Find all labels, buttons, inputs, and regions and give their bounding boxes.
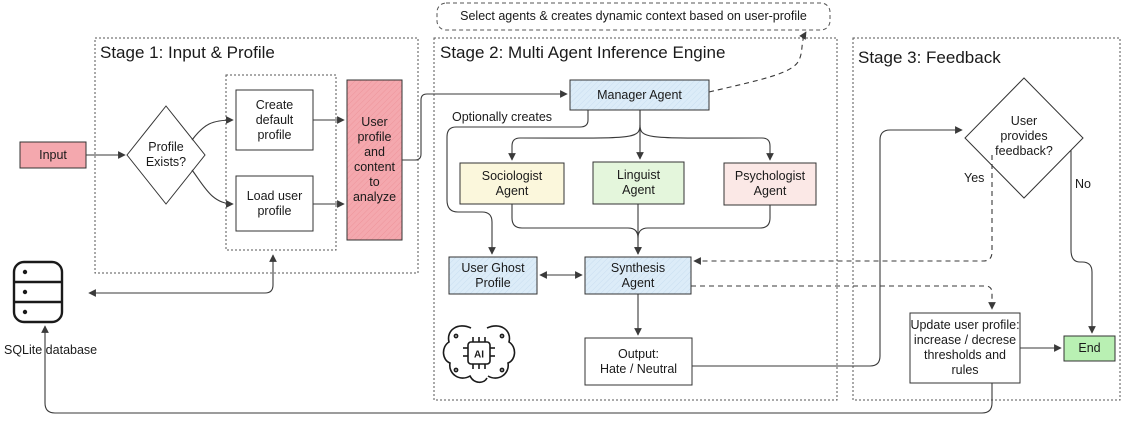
user-feedback-label: User provides feedback? bbox=[995, 113, 1053, 158]
input-label: Input bbox=[39, 147, 67, 162]
profile-exists-label: Profile Exists? bbox=[145, 140, 187, 169]
output-label: Output: Hate / Neutral bbox=[599, 346, 678, 376]
synthesis-agent-node bbox=[584, 256, 692, 295]
stage-3-title: Stage 3: Feedback bbox=[858, 48, 1001, 67]
svg-text:AI: AI bbox=[474, 350, 484, 361]
user-ghost-profile-node bbox=[448, 256, 538, 295]
sociologist-agent-node bbox=[459, 162, 565, 205]
load-user-profile-label: Load user profile bbox=[246, 188, 303, 218]
profile-options-group bbox=[225, 74, 337, 251]
user-feedback-decision bbox=[964, 77, 1084, 199]
user-profile-content-label: User profile and content to analyze bbox=[352, 115, 397, 204]
profile-exists-decision bbox=[126, 105, 206, 205]
manager-agent-label: Manager Agent bbox=[597, 87, 682, 102]
linguist-agent-node bbox=[592, 161, 685, 205]
output-node bbox=[584, 337, 693, 386]
user-profile-content-node bbox=[346, 79, 403, 241]
manager-agent-node bbox=[569, 79, 710, 111]
dashed-connectors bbox=[691, 31, 996, 310]
database-label: SQLite database bbox=[4, 343, 98, 357]
database-icon bbox=[12, 260, 64, 324]
stage-2-container bbox=[433, 37, 838, 401]
ai-brain-icon: AI bbox=[442, 325, 516, 384]
input-node bbox=[19, 141, 87, 169]
end-label: End bbox=[1078, 341, 1101, 355]
load-user-profile-node bbox=[235, 175, 314, 232]
yes-label: Yes bbox=[964, 171, 985, 185]
stage-1-title: Stage 1: Input & Profile bbox=[100, 43, 275, 62]
optionally-creates-annotation: Optionally creates bbox=[452, 110, 553, 124]
stage-2-title: Stage 2: Multi Agent Inference Engine bbox=[440, 43, 726, 62]
stage-1-container bbox=[94, 37, 419, 274]
select-agents-annotation: Select agents & creates dynamic context … bbox=[460, 9, 807, 23]
psychologist-agent-node bbox=[723, 162, 817, 206]
connectors bbox=[41, 90, 1096, 414]
create-default-profile-label: Create default profile bbox=[255, 97, 294, 142]
update-user-profile-label: Update user profile: increase / decrese … bbox=[910, 318, 1020, 377]
synthesis-agent-label: Synthesis Agent bbox=[610, 260, 666, 290]
update-user-profile-node bbox=[909, 312, 1021, 384]
user-ghost-profile-label: User Ghost Profile bbox=[461, 260, 525, 290]
sociologist-agent-label: Sociologist Agent bbox=[481, 168, 543, 198]
stage-3-container bbox=[852, 37, 1121, 401]
no-label: No bbox=[1075, 177, 1091, 191]
linguist-agent-label: Linguist Agent bbox=[616, 168, 661, 197]
end-node bbox=[1063, 335, 1116, 362]
create-default-profile-node bbox=[235, 89, 314, 151]
select-agents-callout bbox=[436, 2, 831, 31]
psychologist-agent-label: Psychologist Agent bbox=[734, 169, 806, 198]
